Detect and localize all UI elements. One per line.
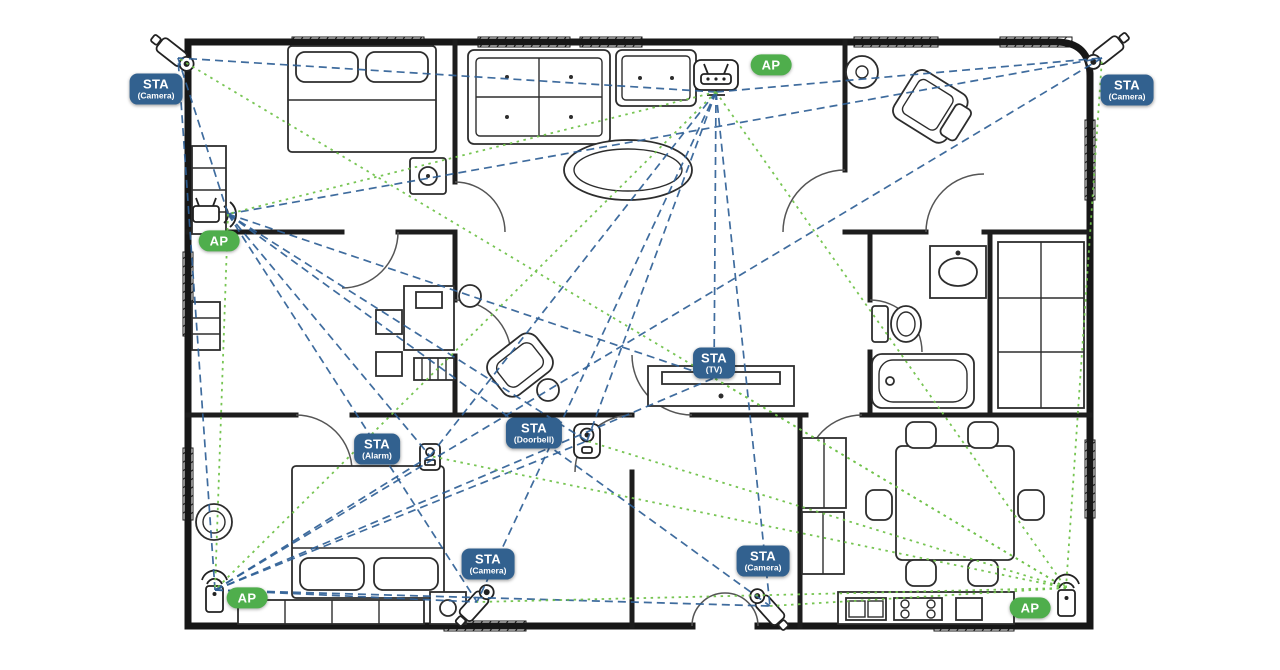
link-ap-left-wall--sta-camera-bottom-left [227,213,478,603]
top-right-room-furniture [845,55,972,144]
badge-sublabel: (Camera) [1108,91,1146,102]
link-ap-bottom-right--sta-camera-top-right [1065,57,1103,589]
link-ap-left-wall--sta-alarm [227,213,431,457]
living-room-furniture [458,49,795,407]
badge-sublabel: (Camera) [137,90,175,101]
link-ap-bottom-right--sta-camera-top-left [177,57,1067,589]
badge-label: STA [750,548,776,564]
bedroom-bottom-left-furniture [195,465,467,625]
link-ap-living-room--ap-bottom-left [214,91,717,591]
kitchen-furniture [801,421,1045,625]
link-ap-left-wall--sta-doorbell [227,213,588,442]
badge-sublabel: (Camera) [744,562,782,573]
link-ap-living-room--sta-camera-top-left [177,57,717,93]
router-icon-living-room [693,59,739,96]
link-ap-bottom-left--sta-alarm [214,455,431,591]
badge-label: AP [1020,600,1040,616]
badge-sublabel: (Doorbell) [513,434,555,445]
badge-label: STA [701,350,727,366]
floorplan [182,36,1096,632]
badge-label: STA [521,420,547,436]
doorbell-icon [573,423,601,459]
link-ap-bottom-right--sta-tv [713,377,1067,589]
badge-sublabel: (TV) [705,364,723,375]
link-ap-living-room--sta-camera-bottom-left [476,91,717,603]
badge-sta-camera-top-left: STA(Camera) [129,73,183,105]
link-ap-bottom-right--sta-alarm [429,455,1067,589]
badge-ap-living-room: AP [750,54,792,76]
link-ap-living-room--sta-camera-bottom-right [715,91,771,607]
link-ap-left-wall--sta-camera-top-right [227,57,1103,215]
link-ap-bottom-left--sta-camera-top-right [214,57,1103,591]
badge-label: STA [143,76,169,92]
badge-label: AP [209,233,229,249]
walls-interior [185,39,1093,629]
badge-sta-camera-top-right: STA(Camera) [1100,74,1154,106]
link-ap-bottom-right--sta-camera-bottom-right [769,587,1067,607]
badge-sta-camera-bottom-right: STA(Camera) [736,545,790,577]
badge-sublabel: (Alarm) [362,450,392,461]
badge-label: STA [1114,77,1140,93]
link-ap-living-room--sta-tv [713,91,717,379]
link-ap-left-wall--sta-camera-top-left [177,57,229,215]
link-ap-living-room--ap-bottom-right [715,91,1067,589]
bedroom-top-left-furniture [191,45,447,235]
badge-label: AP [761,57,781,73]
badge-ap-bottom-right: AP [1009,597,1051,619]
link-ap-left-wall--sta-tv [227,213,715,379]
badge-sta-camera-bottom-left: STA(Camera) [461,548,515,580]
link-ap-bottom-right--sta-camera-bottom-left [476,587,1067,603]
badge-ap-left-wall: AP [198,230,240,252]
badge-ap-bottom-left: AP [226,587,268,609]
badge-label: STA [475,551,501,567]
badge-label: STA [364,436,390,452]
link-ap-bottom-left--sta-camera-bottom-right [214,589,771,607]
router-icon-bottom-right [1053,573,1080,617]
walls-outer [184,38,1094,630]
link-ap-living-room--sta-doorbell [586,91,717,442]
link-layer [177,57,1103,607]
link-ap-bottom-left--sta-camera-top-left [177,57,216,591]
link-ap-left-wall--sta-camera-bottom-right [227,213,771,607]
badge-sublabel: (Camera) [469,565,507,576]
badge-sta-tv: STA(TV) [693,347,735,379]
camera-icon-bottom-right [749,588,790,631]
bathroom-furniture [871,241,1085,409]
badge-sta-doorbell: STA(Doorbell) [505,417,563,449]
badge-sta-alarm: STA(Alarm) [354,433,400,465]
link-ap-bottom-left--sta-doorbell [214,440,588,591]
badge-label: AP [237,590,257,606]
